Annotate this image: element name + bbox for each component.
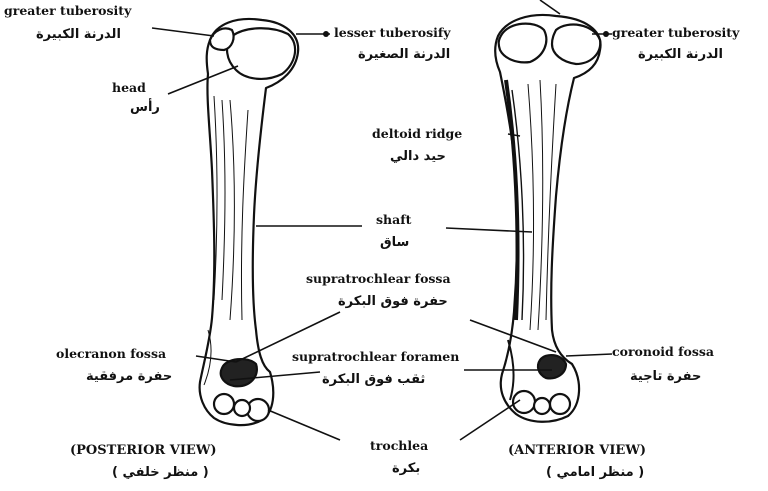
anterior-trochlea-mid [534, 398, 550, 414]
view-title-posterior: (POSTERIOR VIEW) [70, 444, 217, 457]
label-supratrochlear-foramen-ar: ثقب فوق البكرة [322, 373, 425, 386]
label-trochlea-ar: بكرة [392, 462, 420, 475]
leader-trochlea-left [268, 410, 340, 440]
leader-dot-greater-right [603, 31, 609, 37]
label-shaft: shaft [376, 214, 411, 227]
leader-greater-tuberosity-left [152, 28, 214, 36]
posterior-humerus [200, 19, 299, 425]
label-deltoid-ridge-ar: حيد دالي [390, 150, 446, 163]
label-coronoid-fossa-ar: حفرة تاجية [630, 370, 701, 383]
label-coronoid-fossa: coronoid fossa [612, 346, 714, 359]
view-title-posterior-ar: ( منظر خلفي ) [112, 466, 209, 479]
label-supratrochlear-fossa: supratrochlear fossa [306, 273, 451, 286]
posterior-trochlea-mid [234, 400, 250, 416]
label-lesser-tuberosity: lesser tuberosify [334, 27, 451, 40]
view-title-anterior: (ANTERIOR VIEW) [508, 444, 646, 457]
view-title-anterior-ar: ( منظر امامي ) [546, 466, 644, 479]
label-trochlea: trochlea [370, 440, 428, 453]
label-shaft-ar: ساق [380, 236, 409, 249]
label-head-ar: رأس [130, 101, 160, 114]
label-olecranon-fossa-ar: حفرة مرفقية [86, 370, 172, 383]
anterior-trochlea-lateral [550, 394, 570, 414]
leader-top-right [540, 0, 560, 14]
anterior-humerus [495, 15, 600, 422]
label-olecranon-fossa: olecranon fossa [56, 348, 166, 361]
label-greater-tuberosity-right: greater tuberosity [612, 27, 739, 40]
anterior-greater-tuberosity [552, 25, 600, 64]
leader-dot-lesser [323, 31, 329, 37]
leader-coronoid-fossa [566, 354, 612, 356]
label-greater-tuberosity-right-ar: الدرنة الكبيرة [638, 48, 723, 61]
anterior-coronoid-fossa [538, 355, 566, 378]
posterior-head [227, 28, 295, 79]
label-greater-tuberosity-left: greater tuberosity [4, 5, 131, 18]
label-head: head [112, 82, 146, 95]
posterior-trochlea-medial [214, 394, 234, 414]
label-lesser-tuberosity-ar: الدرنة الصغيرة [358, 48, 450, 61]
leader-trochlea-right [460, 400, 520, 440]
anterior-head [499, 24, 547, 63]
label-deltoid-ridge: deltoid ridge [372, 128, 462, 141]
label-supratrochlear-fossa-ar: حفرة فوق البكرة [338, 295, 448, 308]
label-greater-tuberosity-left-ar: الدرنة الكبيرة [36, 28, 121, 41]
label-supratrochlear-foramen: supratrochlear foramen [292, 351, 459, 364]
posterior-olecranon-fossa [221, 359, 257, 386]
